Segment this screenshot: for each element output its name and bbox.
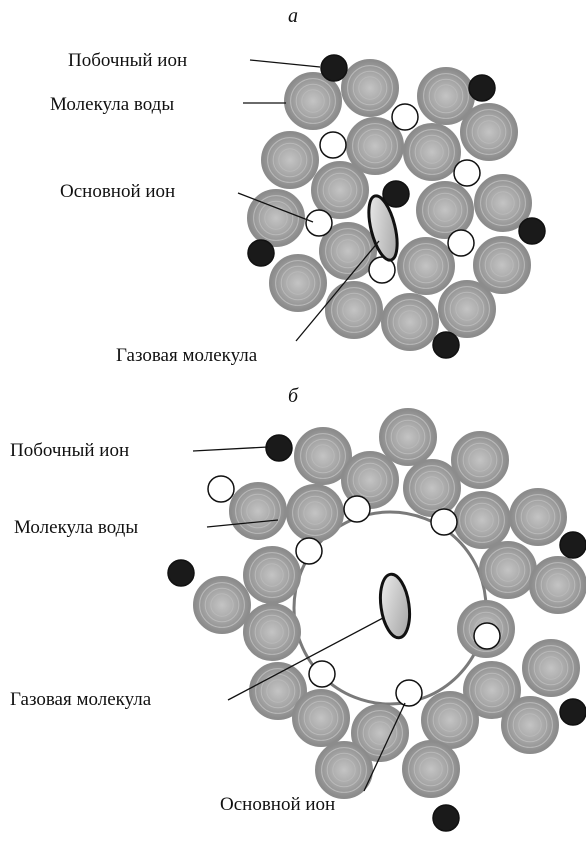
panel-b: б Побочный ион Молекула воды Газовая мол…: [10, 385, 586, 831]
panel-b-side-ion-leader: [193, 447, 268, 451]
water-molecule: [194, 577, 250, 633]
main-ion: [208, 476, 234, 502]
panel-b-gas-label: Газовая молекула: [10, 689, 152, 710]
water-molecule: [380, 409, 436, 465]
water-molecule: [287, 485, 343, 541]
side-ion: [248, 240, 274, 266]
water-molecule: [382, 294, 438, 350]
water-molecule: [270, 255, 326, 311]
side-ion: [519, 218, 545, 244]
water-molecule: [452, 432, 508, 488]
side-ion: [560, 699, 586, 725]
main-ion: [454, 160, 480, 186]
main-ion: [309, 661, 335, 687]
panel-a-water-label: Молекула воды: [50, 94, 174, 115]
water-molecule: [326, 282, 382, 338]
water-molecule: [403, 741, 459, 797]
water-molecule: [316, 742, 372, 798]
side-ion: [266, 435, 292, 461]
main-ion: [474, 623, 500, 649]
water-molecule: [244, 547, 300, 603]
water-molecule: [523, 640, 579, 696]
water-molecule: [422, 692, 478, 748]
main-ion: [306, 210, 332, 236]
side-ion: [560, 532, 586, 558]
panel-a-side-ion-label: Побочный ион: [68, 50, 187, 71]
water-molecule: [293, 690, 349, 746]
water-molecule: [398, 238, 454, 294]
water-molecule: [404, 124, 460, 180]
side-ion: [321, 55, 347, 81]
water-molecule: [530, 557, 586, 613]
side-ion: [433, 805, 459, 831]
side-ion: [168, 560, 194, 586]
water-molecule: [417, 182, 473, 238]
panel-b-main-ion-label: Основной ион: [220, 794, 335, 815]
side-ion: [433, 332, 459, 358]
main-ion: [396, 680, 422, 706]
water-molecule: [230, 483, 286, 539]
panel-a-side-ion-leader: [250, 60, 320, 67]
water-molecule: [439, 281, 495, 337]
main-ion: [344, 496, 370, 522]
main-ion: [296, 538, 322, 564]
water-molecule: [342, 60, 398, 116]
water-molecule: [502, 697, 558, 753]
water-molecule: [404, 460, 460, 516]
main-ion: [448, 230, 474, 256]
main-ion: [392, 104, 418, 130]
water-molecule: [461, 104, 517, 160]
side-ion: [469, 75, 495, 101]
main-ion: [431, 509, 457, 535]
panel-b-water-label: Молекула воды: [14, 517, 138, 538]
panel-a-main-ion-label: Основной ион: [60, 181, 175, 202]
panel-b-side-ion-label: Побочный ион: [10, 440, 129, 461]
panel-a-letter: а: [288, 5, 298, 27]
panel-b-gas-molecule: [377, 572, 414, 639]
main-ion: [320, 132, 346, 158]
water-molecule: [454, 492, 510, 548]
panel-a: а Побочный ион Молекула воды Основной ио…: [50, 5, 545, 366]
water-molecule: [510, 489, 566, 545]
water-molecule: [248, 190, 304, 246]
water-molecule: [244, 604, 300, 660]
panel-b-letter: б: [288, 385, 299, 407]
water-molecule: [480, 542, 536, 598]
panel-a-gas-label: Газовая молекула: [116, 345, 258, 366]
water-molecule: [262, 132, 318, 188]
